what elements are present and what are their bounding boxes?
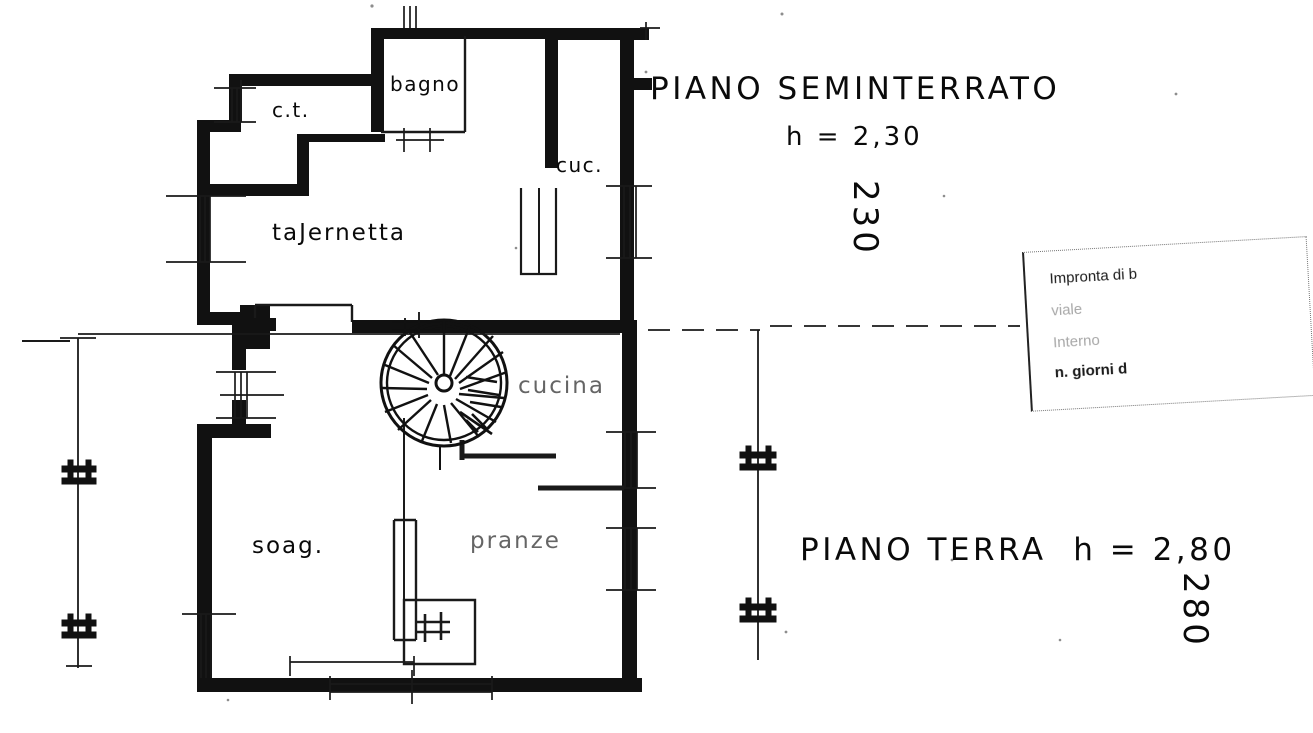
basement-title: PIANO SEMINTERRATO [650, 71, 1061, 107]
stair-treads [381, 322, 508, 444]
room-label-tavernetta: taJernetta [272, 220, 406, 246]
stamp-frame [1022, 236, 1313, 412]
tick-left-lower [61, 613, 97, 639]
room-label-cucina-abbr: cuc. [556, 153, 604, 177]
stamp-box: Impronta di b viale Interno n. giorni d [1022, 236, 1313, 412]
basement-window-openings [166, 6, 660, 263]
room-label-ct: c.t. [272, 98, 310, 122]
stamp-line-2: viale [1050, 300, 1083, 320]
tick-left-upper [61, 459, 97, 485]
tick-right-upper [739, 445, 777, 471]
room-label-cucina: cucina [518, 373, 605, 399]
stamp-line-3: Interno [1052, 331, 1101, 352]
dimension-tick-marks [61, 445, 777, 639]
stair-top-landing [392, 312, 440, 338]
ground-title: PIANO TERRA h = 2,80 [800, 532, 1236, 568]
room-label-bagno: bagno [390, 72, 461, 96]
scan-artifacts [226, 4, 1178, 702]
spiral-staircase [379, 312, 509, 470]
ground-height-value: 280 [1175, 572, 1215, 649]
room-label-pranzo: pranze [470, 528, 561, 554]
stair-direction-arrow [459, 375, 502, 436]
basement-height-value: 230 [845, 180, 885, 257]
basement-thin-walls [240, 36, 558, 322]
room-label-soggiorno: soag. [252, 533, 325, 559]
basement-height: h = 2,30 [786, 122, 923, 152]
ground-window-openings [182, 371, 656, 704]
dimension-lines [22, 325, 1020, 668]
tick-right-lower [739, 597, 777, 623]
